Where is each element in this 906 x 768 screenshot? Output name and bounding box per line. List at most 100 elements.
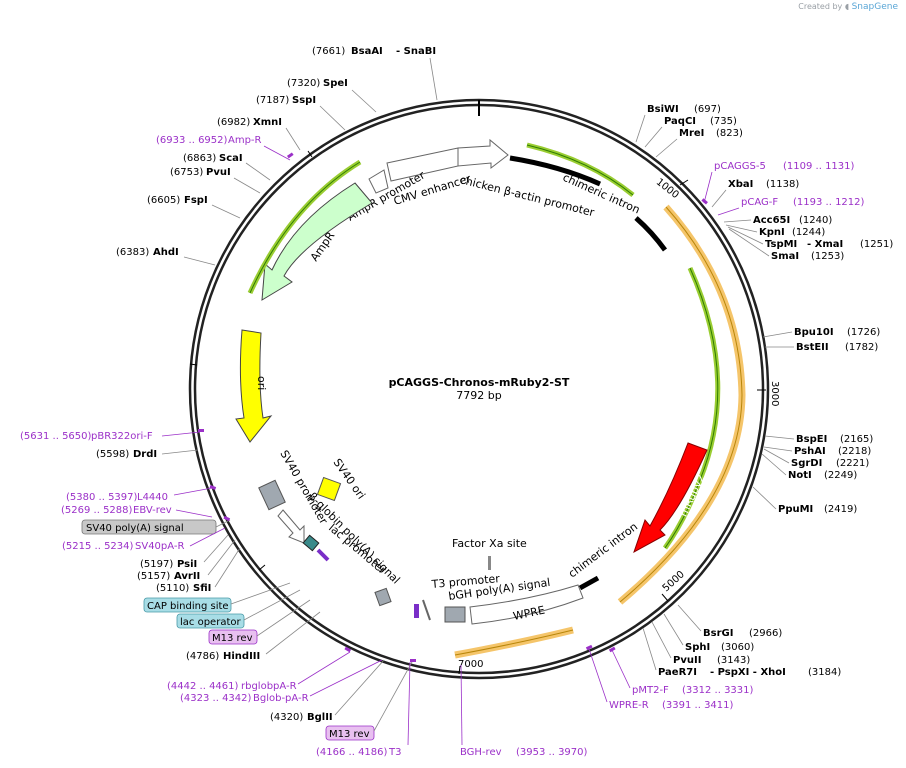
enzyme-bpu10i[interactable]: Bpu10I xyxy=(794,327,834,338)
leader-bghrev xyxy=(460,664,463,746)
mark-pcaggs5 xyxy=(701,198,708,205)
leader-scai xyxy=(245,162,271,181)
primer-ampr[interactable]: Amp-R xyxy=(228,135,262,146)
enzyme-sfii[interactable]: SfiI xyxy=(193,583,211,594)
mark-pmt2f xyxy=(608,646,616,653)
enzyme-avrii[interactable]: AvrII xyxy=(174,571,200,582)
enzyme-bsteii[interactable]: BstEII xyxy=(796,342,829,353)
enzyme-fspi[interactable]: FspI xyxy=(184,195,208,206)
leader-mrei xyxy=(655,138,678,158)
enzyme-ppumi[interactable]: PpuMI xyxy=(778,504,813,515)
leader-bglob xyxy=(309,659,383,697)
primer-pos-l4440: (5380 .. 5397) xyxy=(66,492,138,503)
enzyme-pos-ppumi: (2419) xyxy=(824,504,857,515)
primer-ebv[interactable]: EBV-rev xyxy=(133,505,172,516)
primer-bghrev[interactable]: BGH-rev xyxy=(460,747,502,758)
enzyme-sphi[interactable]: SphI xyxy=(685,642,710,653)
enzyme-kpni[interactable]: KpnI xyxy=(759,227,785,238)
enzyme-snabi[interactable]: - SnaBI xyxy=(396,46,436,57)
wpre-box[interactable] xyxy=(469,584,584,625)
primer-sv40pa[interactable]: SV40pA-R xyxy=(135,541,184,552)
enzyme-pshai[interactable]: PshAI xyxy=(794,446,826,457)
primer-rbglob[interactable]: rbglobpA-R xyxy=(241,681,297,692)
enzyme-psii[interactable]: PsiI xyxy=(177,559,197,570)
cap-binding-badge[interactable] xyxy=(143,597,232,613)
t3-promoter-arrow[interactable] xyxy=(422,599,431,621)
leader-ebv xyxy=(175,509,213,518)
enzyme-pos-xbai: (1138) xyxy=(766,179,799,190)
enzyme-xbai[interactable]: XbaI xyxy=(728,179,753,190)
m13-rev-badge-2[interactable] xyxy=(325,725,375,741)
ori-arrow[interactable] xyxy=(235,329,273,443)
chicken-promoter-arrowhead[interactable] xyxy=(457,138,509,170)
mark-l4440 xyxy=(209,485,217,490)
enzyme-xmni[interactable]: XmnI xyxy=(253,117,282,128)
misc-feature-box[interactable] xyxy=(374,587,392,607)
enzyme-sspi[interactable]: SspI xyxy=(292,95,316,106)
primer-pcagf[interactable]: pCAG-F xyxy=(741,197,778,208)
primer-marks xyxy=(198,152,708,662)
chimeric-intron-bottom-bar[interactable] xyxy=(578,575,600,591)
ori-label: ori xyxy=(255,376,268,390)
factorxa-mark[interactable] xyxy=(488,556,491,570)
cap-binding-badge-label: CAP binding site xyxy=(147,601,229,612)
tick-label-3000: 5000 xyxy=(661,569,687,594)
ampr-promoter-arrow[interactable] xyxy=(368,169,389,194)
bgh-polya-box[interactable] xyxy=(444,606,466,623)
primer-pbr322[interactable]: pBR322ori-F xyxy=(91,431,153,442)
enzyme-pos-pvui: (6753) xyxy=(170,167,203,178)
enzyme-noti[interactable]: NotI xyxy=(788,470,812,481)
enzyme-pos-paer7i: (3184) xyxy=(808,667,841,678)
enzyme-drdi[interactable]: DrdI xyxy=(133,449,157,460)
chimeric-intron-top-bar[interactable] xyxy=(509,155,602,187)
enzyme-tspmi[interactable]: TspMI xyxy=(765,239,797,250)
enzyme-sgrdi[interactable]: SgrDI xyxy=(791,458,822,469)
sv40-promoter-box[interactable] xyxy=(258,479,286,511)
lac-operator-badge[interactable] xyxy=(176,613,245,629)
enzyme-ahdi[interactable]: AhdI xyxy=(153,247,179,258)
m13-rev-badge-2-label: M13 rev xyxy=(329,729,370,740)
enzyme-pvuii[interactable]: PvuII xyxy=(673,655,701,666)
enzyme-bglii[interactable]: BglII xyxy=(307,712,333,723)
ampr-arrow[interactable] xyxy=(261,182,373,301)
lac-promoter-bar[interactable] xyxy=(316,548,330,562)
enzyme-paqci[interactable]: PaqCI xyxy=(664,116,696,127)
enzyme-pos-bsiwi: (697) xyxy=(694,104,721,115)
primer-bglob[interactable]: Bglob-pA-R xyxy=(253,693,309,704)
leader-pmt2f xyxy=(611,649,631,689)
enzyme-pvui[interactable]: PvuI xyxy=(206,167,231,178)
mruby2-arrow[interactable] xyxy=(633,442,708,554)
enzyme-xmai[interactable]: - XmaI xyxy=(807,239,843,250)
enzyme-smai[interactable]: SmaI xyxy=(771,251,799,262)
tick-label-1000: 1000 xyxy=(654,177,681,201)
m13-rev-badge-1[interactable] xyxy=(208,629,258,645)
primer-t3-bar[interactable] xyxy=(414,604,419,618)
sv40-promoter-arrow[interactable] xyxy=(277,509,305,544)
primer-pcaggs5[interactable]: pCAGGS-5 xyxy=(714,161,766,172)
enzyme-pos-kpni: (1244) xyxy=(792,227,825,238)
enzyme-bsiwi[interactable]: BsiWI xyxy=(647,104,679,115)
enzyme-bsrgi[interactable]: BsrGI xyxy=(703,628,733,639)
primer-pmt2f[interactable]: pMT2-F xyxy=(632,685,669,696)
enzyme-pspxi-xhoi[interactable]: - PspXI - XhoI xyxy=(710,667,786,678)
leader-acc65i xyxy=(723,219,752,223)
sv40-ori-box[interactable] xyxy=(316,476,342,502)
leader-paer7i xyxy=(642,627,657,671)
tick-1000 xyxy=(679,179,689,186)
enzyme-pos-bglii: (4320) xyxy=(270,712,303,723)
enzyme-scai[interactable]: ScaI xyxy=(219,153,243,164)
enzyme-acc65i[interactable]: Acc65I xyxy=(753,215,790,226)
enzyme-hindiii[interactable]: HindIII xyxy=(223,651,260,662)
primer-l4440[interactable]: L4440 xyxy=(137,492,168,503)
leader-bpu10i xyxy=(762,331,793,338)
primer-t3[interactable]: T3 xyxy=(388,747,401,758)
enzyme-paer7i[interactable]: PaeR7I xyxy=(658,667,697,678)
leader-pbr322 xyxy=(161,431,201,437)
primer-wprer[interactable]: WPRE-R xyxy=(609,700,649,711)
mark-wprer xyxy=(585,644,593,651)
enzyme-bsaai[interactable]: BsaAI xyxy=(351,46,383,57)
enzyme-spei[interactable]: SpeI xyxy=(323,78,348,89)
enzyme-mrei[interactable]: MreI xyxy=(679,128,704,139)
bglobin-box[interactable] xyxy=(302,534,320,552)
enzyme-bspei[interactable]: BspEI xyxy=(796,434,827,445)
